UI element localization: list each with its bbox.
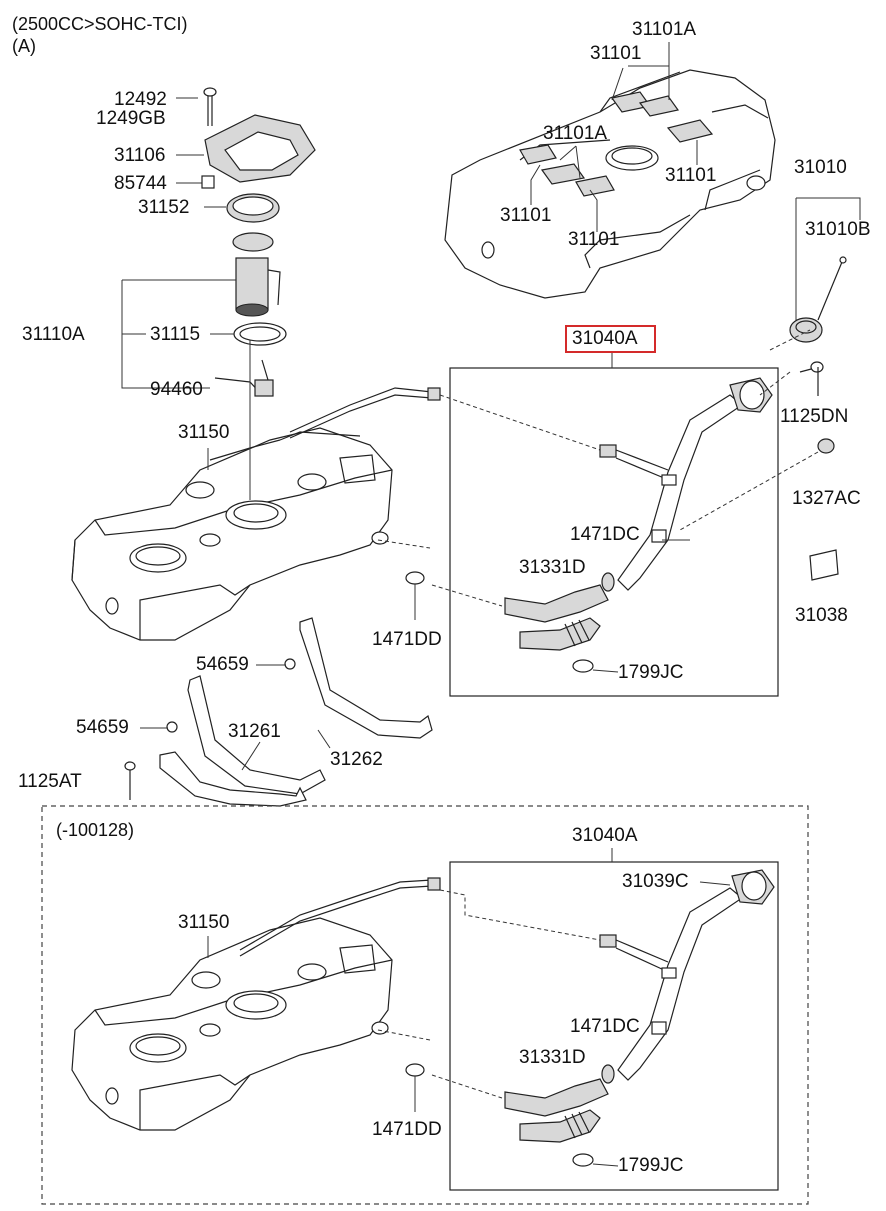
part-54659-b: 54659 [76,717,129,738]
part-31101-b: 31101 [665,165,717,186]
lower-section-box [41,805,809,1205]
part-1327AC: 1327AC [792,488,861,509]
pump-stack [121,87,316,397]
part-31115: 31115 [150,324,201,345]
part-85744: 85744 [114,173,167,194]
lower-range-label: (-100128) [56,820,135,840]
part-31101-c: 31101 [500,205,552,226]
part-31262: 31262 [330,749,383,770]
part-1799JC-lower: 1799JC [618,1155,684,1176]
part-31331D-lower: 31331D [519,1047,586,1068]
fuel-tank-main [71,340,441,641]
highlight-box [565,325,656,353]
part-31038: 31038 [795,605,848,626]
part-1471DD: 1471DD [372,629,442,650]
part-31040A: 31040A [572,328,638,349]
filler-neck-assembly-lower [377,869,775,1167]
part-31101-a: 31101 [590,43,642,64]
part-31010: 31010 [794,157,847,178]
part-31331D: 31331D [519,557,586,578]
part-12492: 12492 [114,89,167,110]
part-31101A-top: 31101A [632,19,697,40]
part-31261: 31261 [228,721,281,742]
filler-neck-box [449,367,779,697]
filler-bolts [679,329,839,581]
part-1471DD-lower: 1471DD [372,1119,442,1140]
part-1471DC: 1471DC [570,524,640,545]
clamp-1471dd [405,571,425,620]
part-1125DN: 1125DN [780,406,849,427]
fuel-tank-lower [71,877,441,1131]
part-31110A: 31110A [22,324,85,345]
variant-label: (A) [12,36,36,56]
part-31152: 31152 [138,197,190,218]
part-31010B: 31010B [805,219,871,240]
part-94460: 94460 [150,379,203,400]
part-31101A-mid: 31101A [543,123,608,144]
part-31101-d: 31101 [568,229,620,250]
part-31106: 31106 [114,145,166,166]
part-1471DC-lower: 1471DC [570,1016,640,1037]
engine-spec: (2500CC>SOHC-TCI) [12,14,188,34]
part-31040A-lower: 31040A [572,825,638,846]
part-31150-lower: 31150 [178,912,230,933]
part-31150: 31150 [178,422,230,443]
tank-upper-leaders [530,42,698,232]
part-54659-a: 54659 [196,654,249,675]
filler-neck-box-lower [449,861,779,1191]
part-1249GB: 1249GB [96,108,166,129]
tank-strap-pads [519,91,714,197]
part-1125AT: 1125AT [18,771,82,792]
part-31039C: 31039C [622,871,689,892]
part-1799JC: 1799JC [618,662,684,683]
filler-neck-assembly [377,377,773,673]
tank-straps [124,617,433,807]
